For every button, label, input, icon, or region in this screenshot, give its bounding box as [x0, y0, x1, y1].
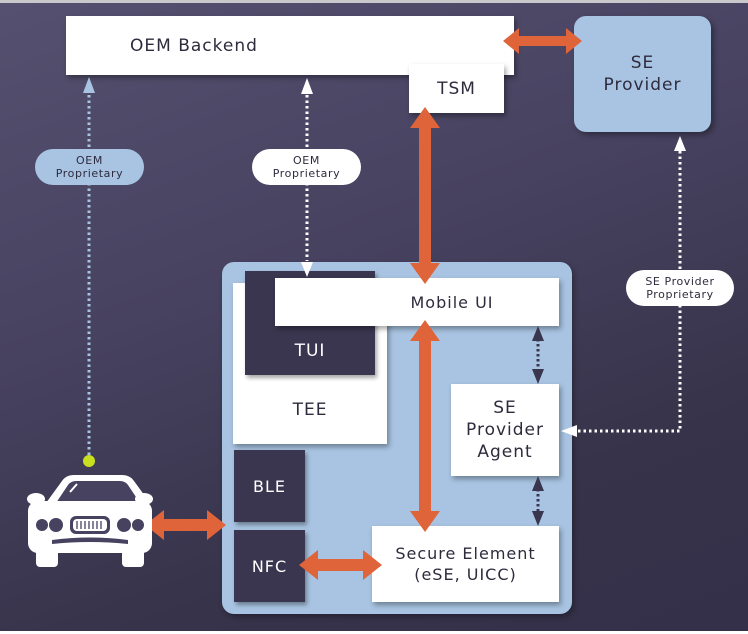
tsm-mobileui-arrow-icon [410, 107, 440, 284]
oem-left-arrowhead-icon [83, 77, 95, 93]
oem-proprietary-mid-line1: OEM [293, 154, 320, 167]
car-front-icon [27, 475, 153, 567]
se-provider-proprietary-line2: Proprietary [646, 288, 714, 301]
oem-proprietary-left-line1: OEM [76, 154, 103, 167]
secure-element-line2: (eSE, UICC) [414, 565, 517, 584]
agent-se-arrow-up-icon [532, 476, 544, 491]
se-provider-agent-box: SE Provider Agent [451, 384, 559, 476]
mobile-ui-label: Mobile UI [410, 292, 494, 312]
oem-backend-label: OEM Backend [130, 35, 258, 56]
oem-mid-arrowhead-down-icon [301, 262, 313, 277]
oem-proprietary-mid-label: OEM Proprietary [252, 149, 361, 185]
se-provider-proprietary-label: SE Provider Proprietary [626, 270, 734, 306]
mobileui-agent-arrow-up-icon [532, 326, 544, 341]
mobile-ui-box: Mobile UI [275, 278, 559, 326]
car-device-arrow-icon [145, 510, 226, 540]
se-provider-agent-arrowhead-icon [561, 425, 577, 437]
backend-seprovider-arrow-icon [503, 28, 582, 54]
mobileui-agent-arrow-down-icon [532, 369, 544, 384]
tsm-box: TSM [409, 64, 504, 113]
se-provider-line1: SE [630, 53, 655, 73]
tsm-label: TSM [437, 78, 476, 99]
oem-proprietary-left-line2: Proprietary [55, 167, 124, 180]
se-provider-agent-line2: Provider [466, 420, 544, 440]
oem-proprietary-left-label: OEM Proprietary [35, 149, 144, 185]
tui-label: TUI [294, 341, 326, 361]
mobileui-se-arrow-icon [410, 320, 440, 532]
ble-box: BLE [234, 450, 305, 522]
ble-label: BLE [253, 476, 286, 496]
nfc-label: NFC [251, 556, 288, 576]
nfc-box: NFC [234, 530, 305, 602]
se-provider-box: SE Provider [574, 16, 711, 132]
se-provider-line2: Provider [603, 75, 682, 95]
se-provider-agent-line3: Agent [477, 442, 533, 462]
oem-mid-arrowhead-up-icon [301, 78, 313, 94]
se-provider-agent-line1: SE [493, 398, 517, 418]
se-provider-proprietary-line1: SE Provider [645, 275, 715, 288]
secure-element-line1: Secure Element [395, 544, 536, 563]
green-dot-icon [83, 455, 95, 467]
nfc-se-arrow-icon [299, 550, 382, 580]
secure-element-box: Secure Element (eSE, UICC) [372, 526, 559, 602]
tee-label: TEE [292, 400, 328, 420]
se-provider-arrowhead-up-icon [674, 136, 686, 151]
connectors-layer [27, 28, 686, 580]
agent-se-arrow-down-icon [532, 511, 544, 526]
oem-proprietary-mid-line2: Proprietary [272, 167, 341, 180]
se-provider-dotted-line [578, 151, 682, 433]
